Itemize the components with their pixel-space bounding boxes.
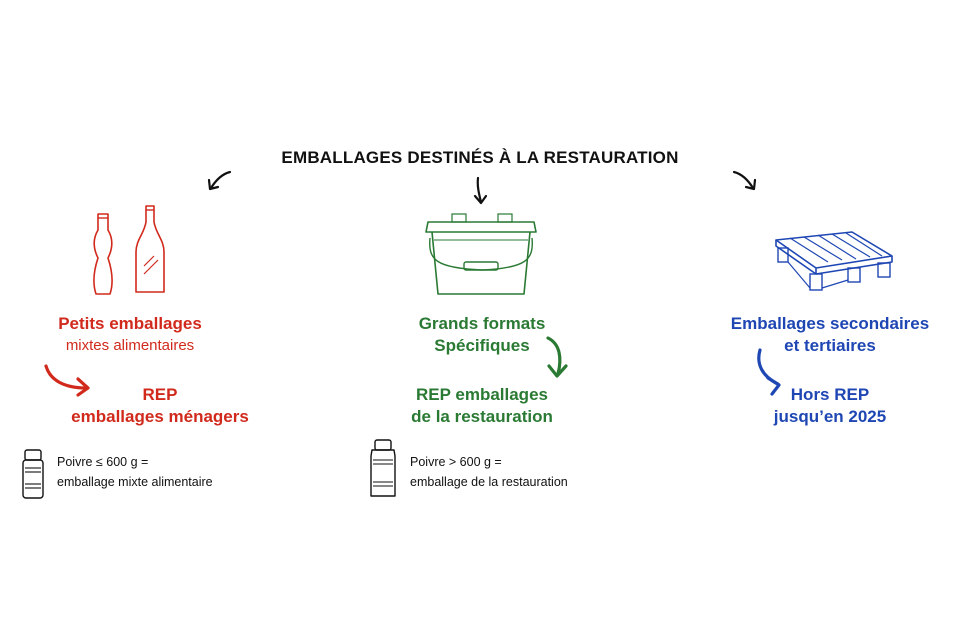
pepper-jar-icon [22,449,44,499]
curved-arrow-green-icon [546,336,568,378]
left-result-line2: emballages ménagers [71,407,249,426]
left-heading: Petits emballages mixtes alimentaires [30,313,230,357]
diagram-title: EMBALLAGES DESTINÉS À LA RESTAURATION [281,148,679,167]
curved-arrow-blue-icon [757,348,781,396]
left-note-line2: emballage mixte alimentaire [57,475,213,489]
large-pepper-jar-icon [370,439,396,497]
right-result-line1: Hors REP [790,385,870,404]
left-heading-line1: Petits emballages [58,314,202,333]
center-heading-line1: Grands formats [418,314,546,333]
center-result-line2: de la restauration [411,407,553,426]
left-note: Poivre ≤ 600 g = emballage mixte aliment… [57,452,287,492]
left-result: REP emballages ménagers [30,384,290,428]
center-result: REP emballages de la restauration [362,384,602,428]
center-note-line2: emballage de la restauration [410,475,568,489]
left-result-line1: REP [142,385,178,404]
arrow-right-down-icon [732,170,757,191]
center-result-line1: REP emballages [416,385,548,404]
bottles-icon [93,205,165,295]
pallet-icon [775,231,893,291]
left-note-line1: Poivre ≤ 600 g = [57,455,149,469]
right-heading: Emballages secondaires et tertiaires [700,313,960,357]
bucket-icon [425,213,537,295]
center-note-line1: Poivre > 600 g = [410,455,502,469]
curved-arrow-red-icon [44,364,90,397]
center-heading: Grands formats Spécifiques [382,313,582,357]
right-result: Hors REP jusqu’en 2025 [730,384,930,428]
arrow-down-icon [473,176,488,205]
arrow-left-down-icon [207,170,232,191]
center-heading-line2: Spécifiques [434,336,530,355]
left-heading-line2: mixtes alimentaires [65,337,195,354]
right-heading-line2: et tertiaires [784,336,876,355]
center-note: Poivre > 600 g = emballage de la restaur… [410,452,640,492]
right-heading-line1: Emballages secondaires [730,314,930,333]
right-result-line2: jusqu’en 2025 [773,407,887,426]
